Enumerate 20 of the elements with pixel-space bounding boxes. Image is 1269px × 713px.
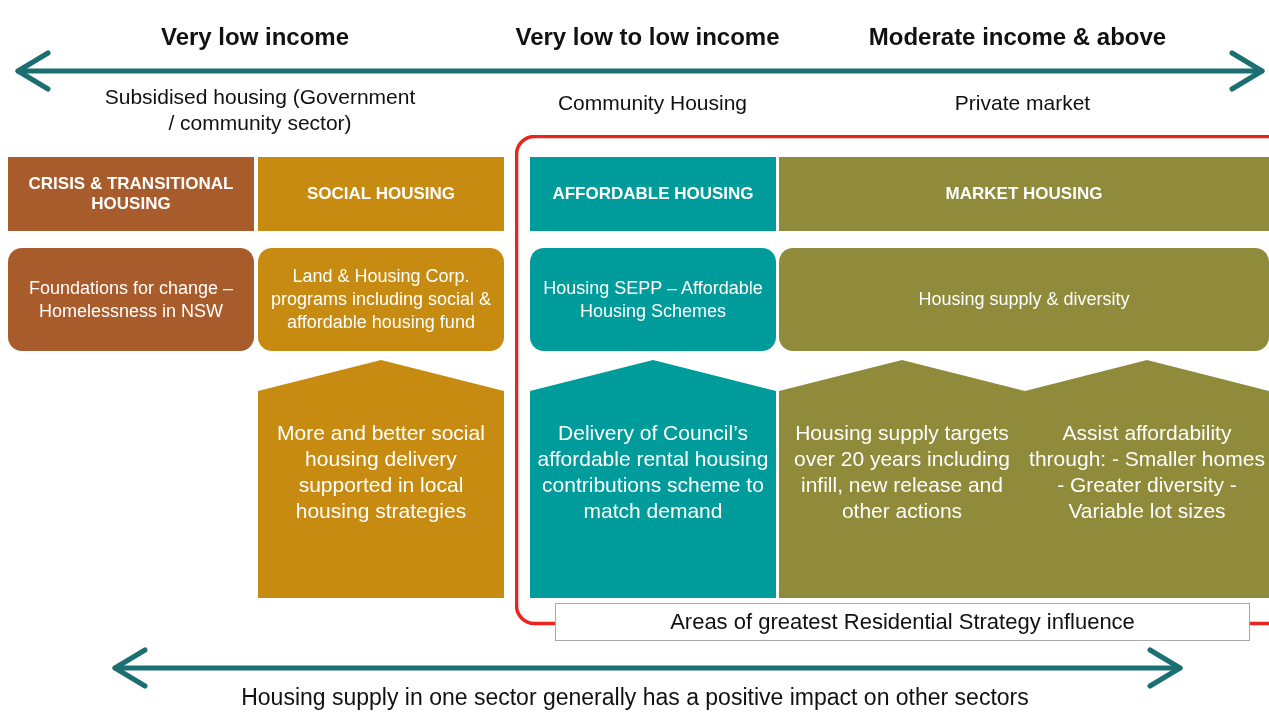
column-header: SOCIAL HOUSING	[258, 157, 504, 231]
caption-box: Areas of greatest Residential Strategy influence	[555, 603, 1250, 641]
income-band-label: Very low to low income	[514, 24, 781, 50]
panel-text: Housing supply targets over 20 years including infill, new release and other actions	[793, 420, 1011, 524]
sector-label: Subsidised housing (Government / community sector)	[103, 84, 417, 136]
sector-label: Private market	[953, 90, 1092, 116]
rounded-box: Housing supply & diversity	[779, 248, 1269, 351]
column-header: CRISIS & TRANSITIONAL HOUSING	[8, 157, 254, 231]
column-header: AFFORDABLE HOUSING	[530, 157, 776, 231]
rounded-box: Land & Housing Corp. programs including social & affordable housing fund	[258, 248, 504, 351]
column-header: MARKET HOUSING	[779, 157, 1269, 231]
rounded-box: Foundations for change – Homelessness in NSW	[8, 248, 254, 351]
footnote-text: Housing supply in one sector generally has a positive impact on other sectors	[240, 684, 1030, 710]
sector-label: Community Housing	[556, 90, 749, 116]
panel-text: Assist affordability through: - Smaller homes - Greater diversity - Variable lot sizes	[1029, 420, 1265, 524]
panel-text: Delivery of Council’s affordable rental housing contributions scheme to match demand	[536, 420, 770, 524]
panel-text: More and better social housing delivery supported in local housing strategies	[276, 420, 486, 524]
income-band-label: Moderate income & above	[867, 24, 1168, 50]
rounded-box: Housing SEPP – Affordable Housing Schemes	[530, 248, 776, 351]
income-band-label: Very low income	[159, 24, 351, 50]
